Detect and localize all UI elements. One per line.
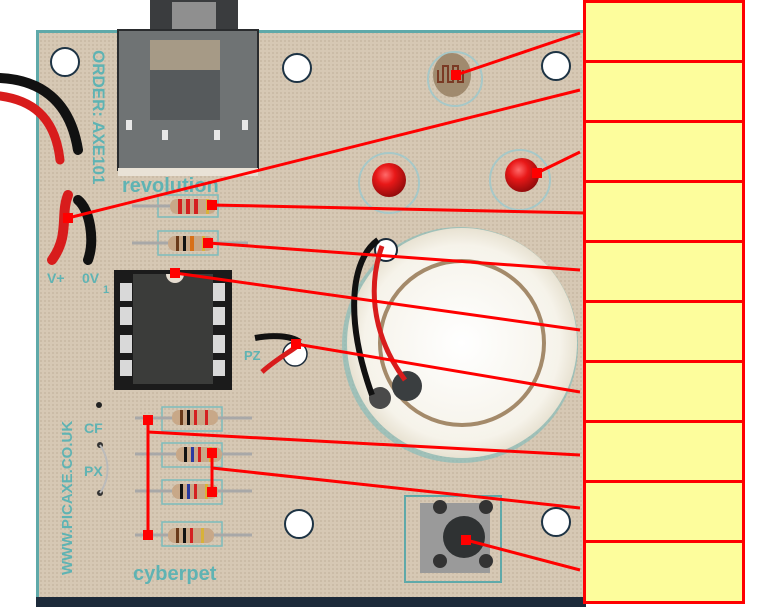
- mounting-hole: [284, 509, 314, 539]
- leader-line: [455, 31, 581, 77]
- led-left: [358, 152, 420, 214]
- ic-chip: [114, 270, 232, 390]
- order-text: ORDER: AXE101: [89, 50, 108, 184]
- battery-leads: [0, 73, 97, 265]
- anchor-marker: [207, 448, 217, 458]
- leader-line: [211, 203, 586, 215]
- label-box-1[interactable]: [583, 0, 745, 60]
- px-jumper: [96, 402, 109, 496]
- anchor-marker: [203, 238, 213, 248]
- resistor: [135, 406, 252, 432]
- label-box-7[interactable]: [583, 360, 745, 420]
- label-box-2[interactable]: [583, 60, 745, 120]
- anchor-marker: [143, 530, 153, 540]
- label-box-4[interactable]: [583, 180, 745, 240]
- px-text: PX: [84, 463, 103, 479]
- vplus-text: V+: [47, 270, 65, 286]
- leader-line: [207, 241, 581, 272]
- label-box-10[interactable]: [583, 540, 745, 604]
- mounting-hole: [541, 51, 571, 81]
- anchor-marker: [170, 268, 180, 278]
- label-box-9[interactable]: [583, 480, 745, 540]
- led-right: [489, 149, 551, 211]
- cf-text: CF: [84, 420, 103, 436]
- resistor: [135, 521, 252, 547]
- url-text: WWW.PICAXE.CO.UK: [59, 421, 76, 575]
- leader-line: [465, 538, 581, 572]
- leader-line: [147, 430, 581, 457]
- anchor-marker: [63, 213, 73, 223]
- label-box-6[interactable]: [583, 300, 745, 360]
- anchor-marker: [451, 70, 461, 80]
- leader-line: [295, 342, 581, 394]
- brand-bottom-text: cyberpet: [133, 563, 217, 585]
- mounting-hole: [282, 53, 312, 83]
- leader-line: [67, 88, 581, 220]
- piezo-connection: [254, 333, 308, 374]
- anchor-marker: [207, 200, 217, 210]
- leader-line: [536, 150, 581, 175]
- label-box-8[interactable]: [583, 420, 745, 480]
- anchor-marker: [143, 415, 153, 425]
- label-box-5[interactable]: [583, 240, 745, 300]
- anchor-marker: [532, 168, 542, 178]
- label-box-3[interactable]: [583, 120, 745, 180]
- leader-anchors: [63, 70, 542, 545]
- anchor-marker: [207, 487, 217, 497]
- audio-jack: [117, 0, 259, 176]
- anchor-marker: [291, 339, 301, 349]
- push-switch: [404, 495, 502, 583]
- zero-v-text: 0V: [82, 270, 100, 286]
- mounting-hole: [50, 47, 80, 77]
- silkscreen-text: ORDER: AXE101 WWW.PICAXE.CO.UK revolutio…: [47, 50, 261, 585]
- piezo-sounder: [342, 227, 578, 463]
- mounting-hole: [541, 507, 571, 537]
- pz-text: PZ: [244, 348, 261, 363]
- anchor-marker: [461, 535, 471, 545]
- brand-top-text: revolution: [122, 175, 219, 197]
- resistor: [135, 479, 252, 505]
- leader-lines: [67, 31, 586, 572]
- leader-line: [174, 271, 581, 332]
- leader-line: [211, 466, 581, 510]
- mounting-holes: [50, 47, 571, 539]
- pin1-text: 1: [103, 284, 109, 296]
